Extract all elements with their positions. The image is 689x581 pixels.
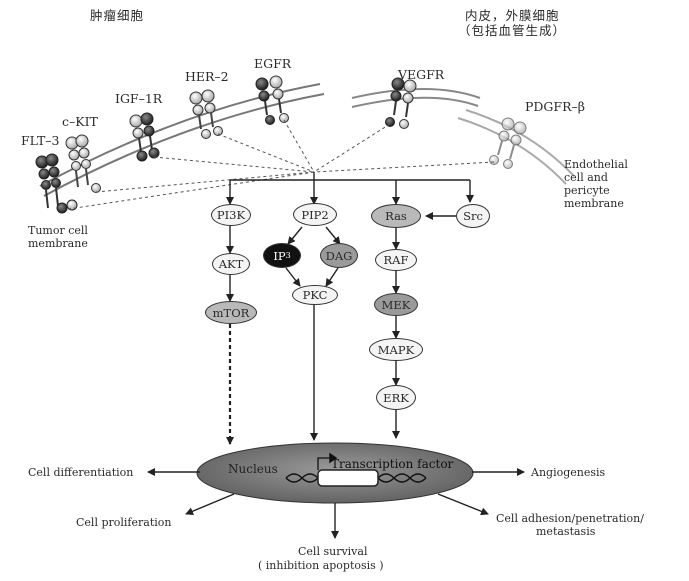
label-ckit: c–KIT	[62, 114, 98, 129]
nucleus-label: Nucleus	[228, 462, 278, 476]
endo-membrane-label-line3: pericyte	[564, 184, 610, 197]
endothelial-cn-label-line1: 内皮，外膜细胞	[465, 8, 560, 23]
tumor-membrane-label-line1: Tumor cell	[28, 224, 88, 237]
tumor-membrane-label-line2: membrane	[28, 237, 88, 250]
dna-helix-icon	[285, 452, 427, 487]
pathway-arrows	[226, 212, 456, 445]
label-her2: HER–2	[185, 69, 229, 84]
label-egfr: EGFR	[254, 56, 292, 71]
outcome-arrows	[147, 468, 525, 539]
receptor-signal-dashes	[61, 119, 495, 211]
node-mapk: MAPK	[369, 338, 423, 361]
transcription-factor-label: Transcription factor	[331, 457, 454, 471]
node-pkc: PKC	[292, 285, 338, 305]
endo-membrane-label-line2: cell and	[564, 171, 608, 184]
node-pi3k: PI3K	[211, 204, 251, 226]
distribution-bus	[226, 172, 474, 205]
outcome-adhesion-line2: metastasis	[536, 525, 596, 538]
outcome-cell-survival-line2: ( inhibition apoptosis )	[258, 559, 384, 572]
label-igf1r: IGF–1R	[115, 91, 163, 106]
outcome-cell-differentiation: Cell differentiation	[28, 466, 134, 479]
endothelial-cn-label-line2: （包括血管生成）	[458, 23, 567, 38]
label-vegfr: VEGFR	[398, 67, 445, 82]
node-erk: ERK	[376, 385, 416, 410]
outcome-cell-survival-line1: Cell survival	[298, 545, 368, 558]
receptor-igf1r	[129, 112, 160, 162]
label-pdgfr-beta: PDGFR–β	[525, 99, 585, 114]
node-pip2: PIP2	[293, 203, 337, 226]
endo-membrane-label-line1: Endothelial	[564, 158, 628, 171]
outcome-adhesion-line1: Cell adhesion/penetration/	[496, 512, 644, 525]
receptor-pdgfr-beta	[489, 117, 527, 169]
ip3-subscript: 3	[285, 251, 291, 260]
receptor-egfr	[255, 75, 289, 125]
receptor-flt3	[35, 153, 78, 214]
node-ras: Ras	[371, 204, 421, 228]
node-mtor: mTOR	[205, 301, 257, 324]
ip3-label: IP	[273, 248, 286, 263]
label-flt3: FLT–3	[21, 133, 60, 148]
receptor-vegfr	[385, 77, 417, 129]
receptor-her2	[189, 89, 223, 139]
endo-membrane-label-line4: membrane	[564, 197, 624, 210]
tumor-cell-cn-label: 肿瘤细胞	[90, 8, 145, 23]
outcome-cell-proliferation: Cell proliferation	[76, 516, 172, 529]
outcome-angiogenesis: Angiogenesis	[531, 466, 606, 479]
node-akt: AKT	[212, 253, 250, 275]
node-dag: DAG	[320, 243, 358, 268]
node-src: Src	[456, 204, 490, 228]
receptor-ckit	[65, 134, 101, 193]
node-mek: MEK	[374, 293, 418, 316]
node-raf: RAF	[375, 249, 417, 271]
